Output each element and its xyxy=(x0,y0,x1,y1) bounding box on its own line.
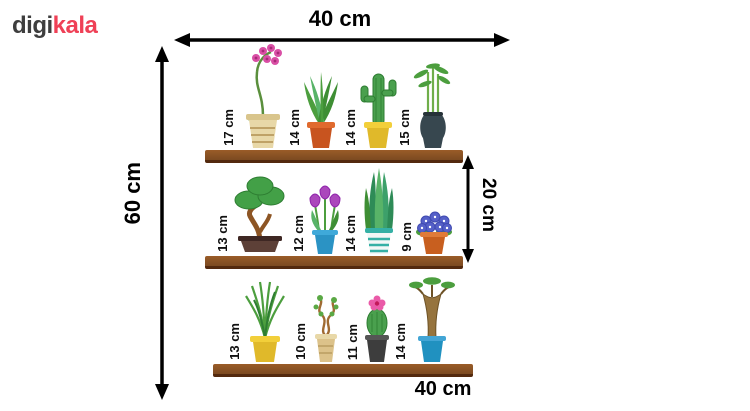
top-width-label: 40 cm xyxy=(308,6,372,31)
plant-cactus: 14 cm xyxy=(343,66,398,150)
plant-orchid: 17 cm xyxy=(221,42,286,150)
plant-height-label: 14 cm xyxy=(287,109,302,146)
plant-height-label: 14 cm xyxy=(393,323,408,360)
plant-height-label: 12 cm xyxy=(291,215,306,252)
left-height-arrow xyxy=(155,46,169,400)
plant-height-label: 11 cm xyxy=(345,323,360,360)
bottom-width-label: 40 cm xyxy=(414,378,472,400)
shelf-top xyxy=(205,150,463,163)
plant-aloe: 14 cm xyxy=(287,70,340,150)
flowering-cactus-icon xyxy=(365,295,389,362)
left-height-label: 60 cm xyxy=(120,162,145,225)
shelf-middle xyxy=(205,256,463,269)
shelf-gap-arrow xyxy=(462,155,474,263)
plant-violets: 9 cm xyxy=(399,194,454,256)
plant-height-label: 14 cm xyxy=(343,109,358,146)
shelf-gap-label: 20 cm xyxy=(478,178,499,232)
logo-kala-text: kala xyxy=(52,12,98,39)
plant-height-label: 9 cm xyxy=(399,222,414,252)
violets-plant-icon xyxy=(416,211,452,254)
plant-baobab: 14 cm xyxy=(393,274,456,364)
tulips-plant-icon xyxy=(309,185,341,254)
plant-bonsai: 13 cm xyxy=(215,170,290,256)
plant-height-label: 15 cm xyxy=(397,109,412,146)
baobab-plant-icon xyxy=(409,277,455,362)
aloe-plant-icon xyxy=(304,72,338,148)
logo-digi-text: digi xyxy=(12,12,53,39)
orchid-plant-icon xyxy=(246,44,282,148)
plant-height-label: 13 cm xyxy=(215,215,230,252)
plant-bamboo: 15 cm xyxy=(397,60,452,150)
plant-height-label: 17 cm xyxy=(221,109,236,146)
plant-flowering-cactus: 11 cm xyxy=(345,290,394,364)
snake-plant-icon xyxy=(364,168,394,254)
plant-twisted-succulent: 10 cm xyxy=(293,292,344,364)
digikala-logo: digikala xyxy=(12,12,98,40)
twisted-succulent-icon xyxy=(313,295,339,362)
plant-height-label: 14 cm xyxy=(343,215,358,252)
plant-snake-plant: 14 cm xyxy=(343,164,400,256)
grass-plant-icon xyxy=(245,281,285,362)
plant-height-label: 10 cm xyxy=(293,323,308,360)
bamboo-plant-icon xyxy=(413,63,451,148)
plant-grass: 13 cm xyxy=(227,278,288,364)
plant-height-label: 13 cm xyxy=(227,323,242,360)
shelf-bottom xyxy=(213,364,473,377)
bonsai-plant-icon xyxy=(234,176,285,252)
cactus-plant-icon xyxy=(360,73,397,148)
plant-tulips: 12 cm xyxy=(291,180,344,256)
